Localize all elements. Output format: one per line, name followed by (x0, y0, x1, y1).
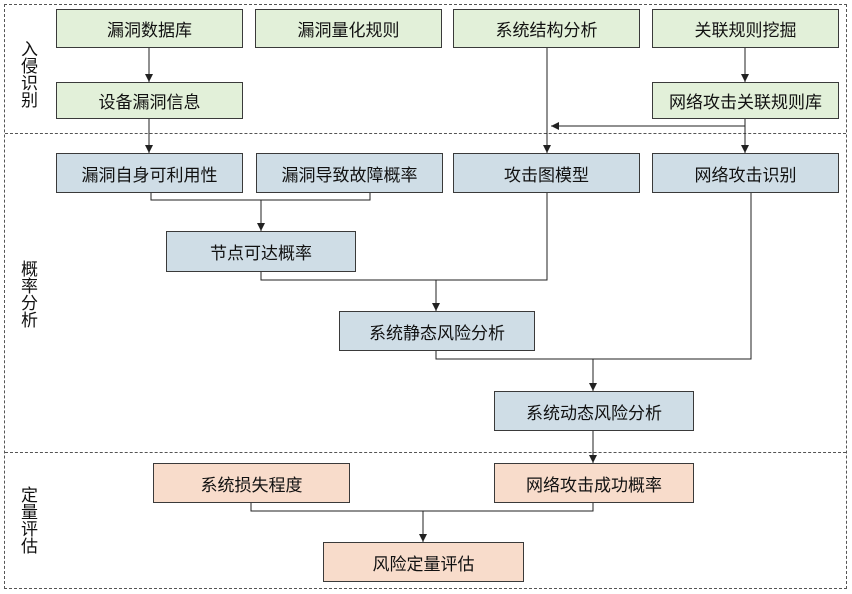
node-static-risk: 系统静态风险分析 (339, 311, 535, 351)
section-divider-2 (5, 452, 846, 453)
node-node-reach: 节点可达概率 (166, 231, 356, 272)
node-attack-graph: 攻击图模型 (453, 153, 640, 193)
node-assoc-mining: 关联规则挖掘 (652, 9, 839, 48)
node-device-vuln: 设备漏洞信息 (56, 82, 243, 119)
node-vuln-availability: 漏洞自身可利用性 (56, 153, 243, 193)
section-label-quantitative: 定量评估 (17, 486, 37, 554)
merge-vuln-props (150, 193, 371, 201)
node-loss-degree: 系统损失程度 (153, 463, 350, 503)
node-risk-quant: 风险定量评估 (323, 542, 524, 582)
section-divider-1 (5, 133, 846, 134)
section-label-intrusion: 入侵识别 (17, 40, 37, 108)
node-attack-recognition: 网络攻击识别 (652, 153, 839, 193)
node-vuln-db: 漏洞数据库 (56, 9, 243, 48)
node-vuln-fault-prob: 漏洞导致故障概率 (256, 153, 443, 193)
node-attack-rule-lib: 网络攻击关联规则库 (652, 82, 839, 119)
node-dynamic-risk: 系统动态风险分析 (494, 391, 694, 431)
section-label-probability: 概率分析 (17, 260, 37, 328)
node-vuln-quant-rules: 漏洞量化规则 (255, 9, 442, 48)
merge-loss-success (250, 503, 594, 512)
merge-reach-attackgraph (260, 193, 548, 281)
outer-frame (4, 4, 847, 589)
node-attack-success: 网络攻击成功概率 (494, 463, 694, 503)
node-sys-structure: 系统结构分析 (453, 9, 640, 48)
